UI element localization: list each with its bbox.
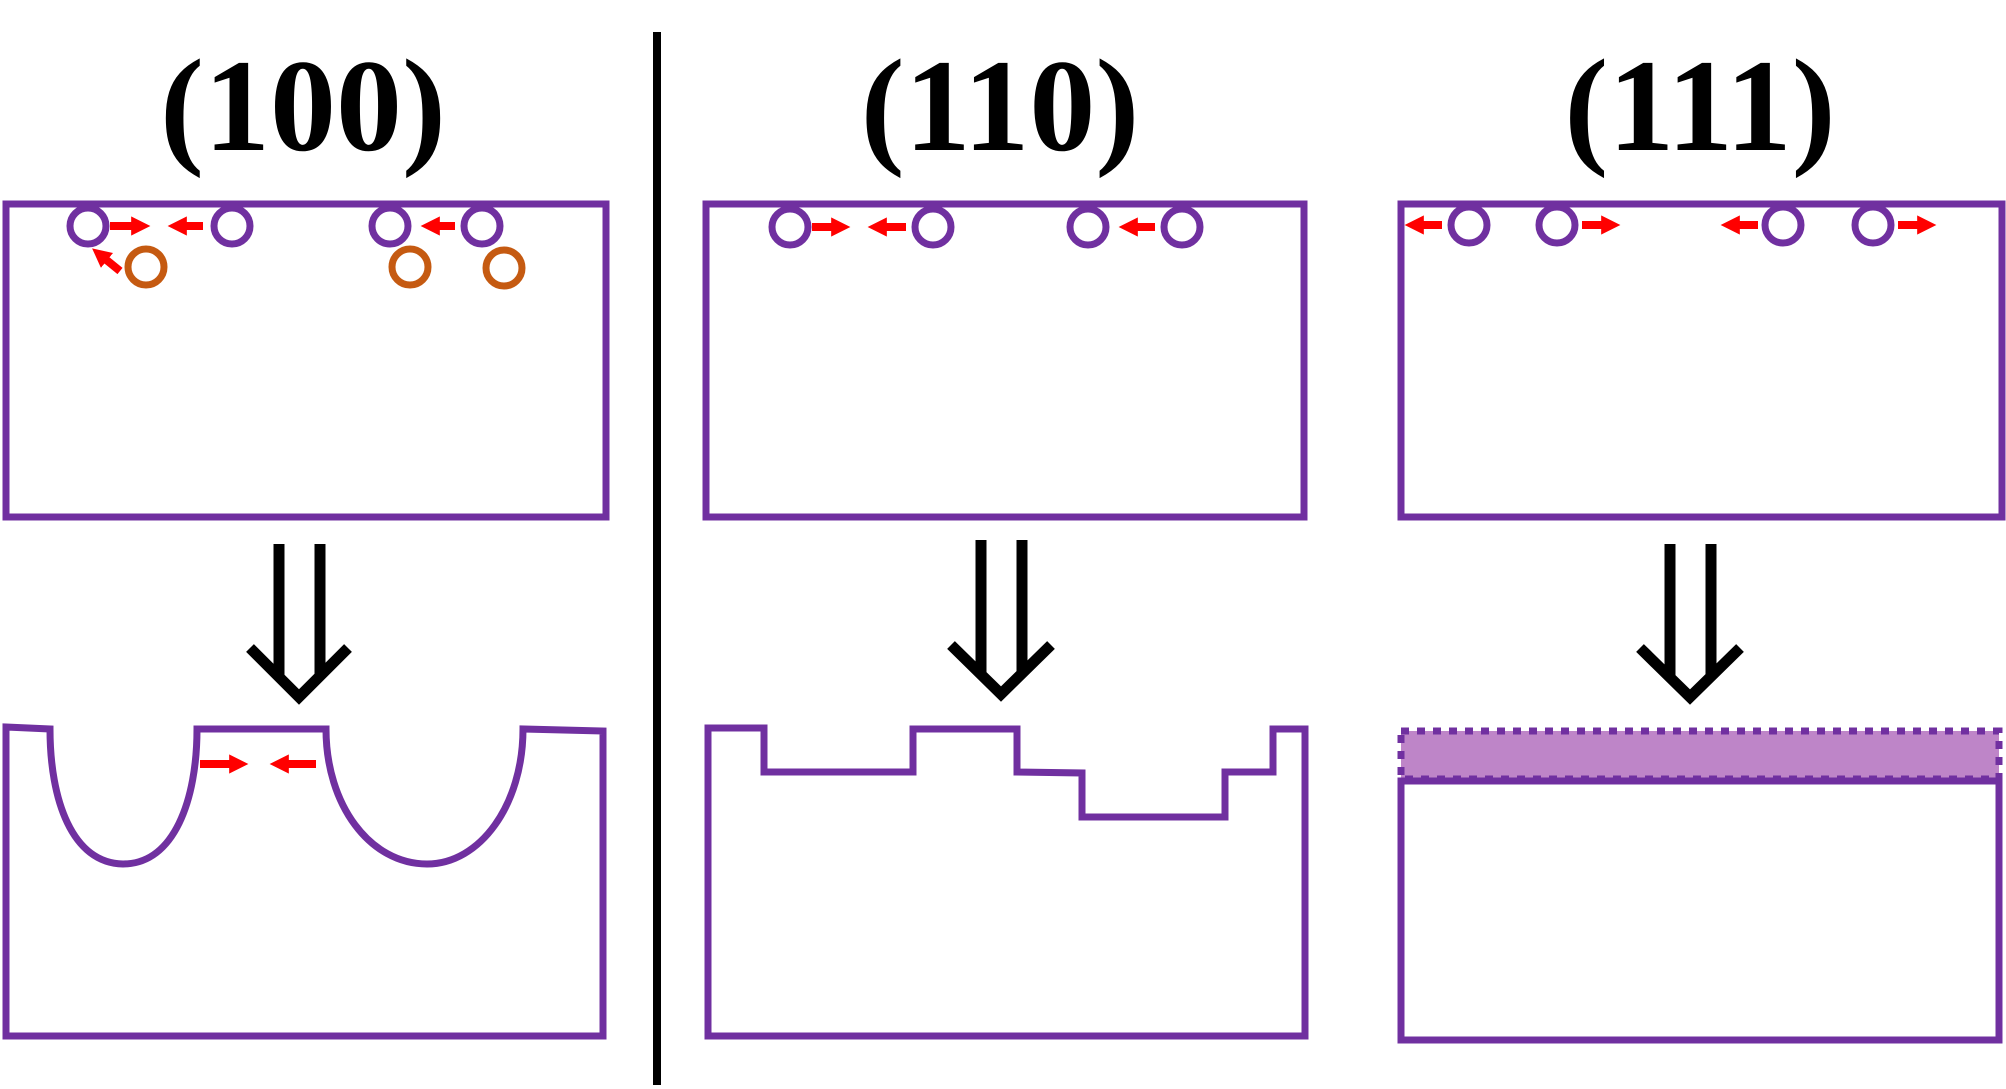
surface-atom bbox=[1851, 203, 1895, 247]
adatom bbox=[388, 245, 432, 289]
double-down-arrow-icon bbox=[246, 544, 352, 705]
crystal-block-before-110 bbox=[702, 200, 1308, 521]
surface-atom bbox=[768, 205, 812, 249]
panel-111: (111) bbox=[1397, 32, 2006, 1044]
crystal-block-after-111 bbox=[1397, 777, 2003, 1044]
surface-atom bbox=[368, 204, 412, 248]
panel-100: (100) bbox=[2, 32, 610, 1040]
surface-atom bbox=[1066, 205, 1110, 249]
surface-atom bbox=[1535, 203, 1579, 247]
red-arrow-diagonal-icon bbox=[92, 248, 123, 275]
double-down-arrow-icon bbox=[947, 540, 1055, 702]
surface-atom bbox=[1761, 203, 1805, 247]
surface-atom bbox=[1160, 205, 1204, 249]
double-down-arrow-icon bbox=[1636, 544, 1744, 705]
adatoms-100 bbox=[124, 245, 526, 290]
etched-surface-after-110 bbox=[704, 724, 1309, 1040]
panel-label-111: (111) bbox=[1564, 32, 1835, 179]
panel-110: (110) bbox=[702, 32, 1309, 1040]
deposited-layer bbox=[1397, 727, 2003, 783]
adatom bbox=[124, 245, 168, 289]
etched-surface-after-100 bbox=[2, 723, 607, 1040]
surface-atom bbox=[460, 204, 504, 248]
surface-atom bbox=[66, 204, 110, 248]
surface-atoms-100 bbox=[66, 204, 504, 248]
surface-atoms-110 bbox=[768, 205, 1204, 249]
adatom bbox=[482, 246, 526, 290]
surface-atoms-111 bbox=[1447, 203, 1895, 247]
movement-arrows-100 bbox=[92, 216, 455, 275]
panel-label-100: (100) bbox=[160, 32, 446, 179]
crystal-block-before-111 bbox=[1397, 200, 2006, 521]
surface-atom bbox=[911, 205, 955, 249]
surface-atom bbox=[1447, 203, 1491, 247]
panel-label-110: (110) bbox=[861, 32, 1140, 179]
surface-atom bbox=[210, 204, 254, 248]
